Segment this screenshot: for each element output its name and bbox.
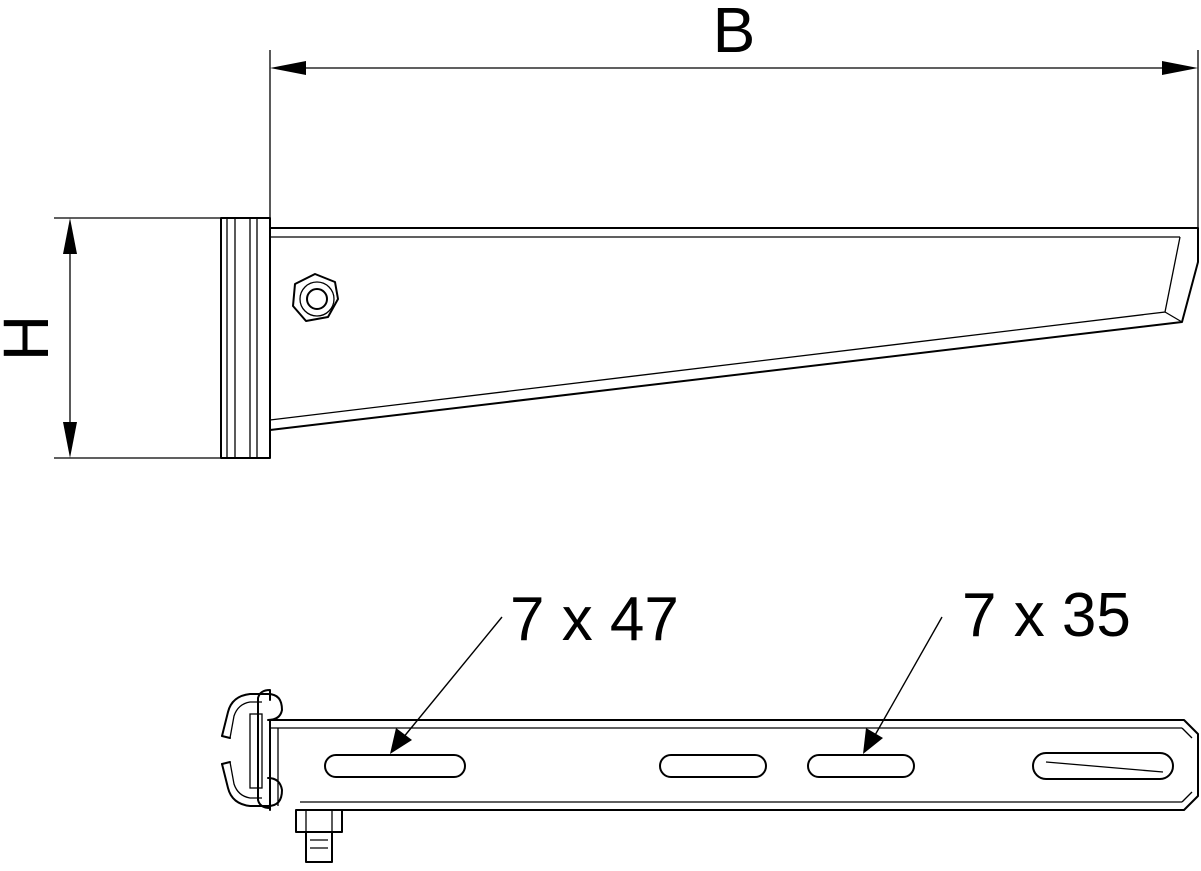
side-elevation-view: B H	[0, 0, 1199, 459]
callout-large-slot: 7 x 47	[390, 585, 679, 754]
plan-arm	[269, 719, 1199, 811]
plan-view: 7 x 47 7 x 35	[221, 581, 1199, 863]
small-slot-label: 7 x 35	[962, 581, 1131, 650]
dimension-h-label: H	[0, 315, 62, 361]
dimension-h: H	[0, 217, 222, 459]
slot-large	[324, 754, 466, 778]
dimension-b: B	[269, 0, 1199, 240]
slot-tapered	[1032, 752, 1174, 780]
dimension-b-label: B	[713, 0, 756, 66]
arrowhead-left	[270, 61, 306, 75]
arrowhead-bottom	[63, 422, 77, 458]
hook-clamp	[221, 689, 283, 809]
wall-plate	[220, 217, 271, 459]
callout-small-slot: 7 x 35	[863, 581, 1131, 754]
slot-row	[324, 752, 1174, 780]
bolt-stud	[295, 809, 343, 863]
slot-small	[659, 754, 767, 778]
tapered-arm	[269, 227, 1199, 431]
arrowhead-right	[1162, 61, 1198, 75]
slot-small	[807, 754, 915, 778]
hex-nut	[292, 273, 339, 322]
arrowhead-top	[63, 218, 77, 254]
large-slot-label: 7 x 47	[510, 585, 679, 654]
